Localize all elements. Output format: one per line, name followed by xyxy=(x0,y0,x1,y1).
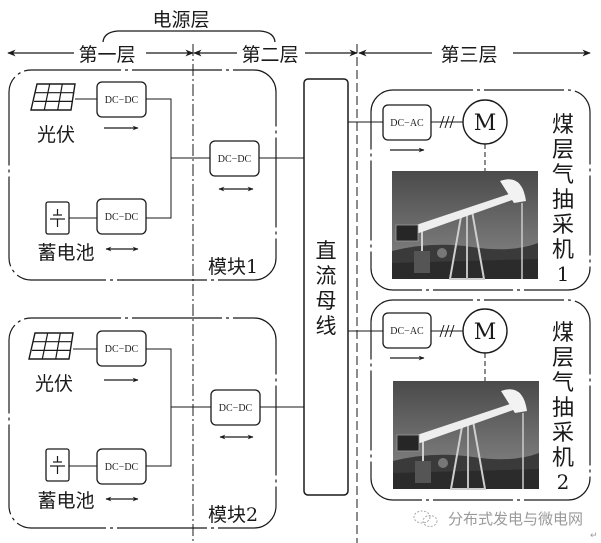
load-1-char: 气 xyxy=(552,163,574,188)
module-2-frame xyxy=(8,317,277,529)
battery-dcdc-box xyxy=(96,198,147,235)
load-2-char: 2 xyxy=(557,470,570,494)
pv-dcdc-label: DC−DC xyxy=(105,95,139,106)
watermark: 分布式发电与微电网 ↵ xyxy=(413,510,598,541)
module-2-junction-wire xyxy=(146,348,172,467)
power-layer-brace xyxy=(102,30,276,43)
load-2-char: 层 xyxy=(552,346,574,371)
load-2-char: 采 xyxy=(552,421,574,446)
module-1-frame xyxy=(8,69,277,281)
module-1-junction-wire xyxy=(146,98,172,219)
battery-icon xyxy=(45,201,70,235)
load-1: DC−AC M 煤 层 气 抽 采 机 1 xyxy=(348,89,591,291)
module-2-dcdc-label: DC−DC xyxy=(219,403,253,414)
battery-dcdc-label: DC−DC xyxy=(105,212,139,223)
load-1-char: 1 xyxy=(557,262,570,286)
battery-icon xyxy=(45,448,70,482)
dc-bus xyxy=(303,78,349,496)
load-1-char: 层 xyxy=(552,138,574,163)
battery-label: 蓄电池 xyxy=(37,490,94,512)
layer1-label: 第一层 xyxy=(78,44,135,66)
module-2: 光伏 DC−DC 蓄电池 DC−DC DC−DC 模块2 xyxy=(8,317,304,529)
pv-dcdc-label: DC−DC xyxy=(105,344,139,355)
dc-bus-char: 流 xyxy=(316,264,337,288)
load-2-dcac-label: DC−AC xyxy=(390,326,424,337)
layer2-label: 第二层 xyxy=(241,44,298,66)
dc-bus-char: 直 xyxy=(316,239,337,263)
battery-label: 蓄电池 xyxy=(37,242,94,264)
load-1-dcac-label: DC−AC xyxy=(390,118,424,129)
three-phase-icon xyxy=(439,324,455,338)
dc-bus-char: 母 xyxy=(316,289,337,313)
battery-dcdc-label: DC−DC xyxy=(105,462,139,473)
pump-jack-photo xyxy=(391,170,539,280)
load-2-char: 煤 xyxy=(552,321,574,346)
power-layer-label: 电源层 xyxy=(152,9,209,31)
solar-panel-icon xyxy=(28,332,74,360)
load-2-char: 气 xyxy=(552,371,574,396)
load-1-char: 采 xyxy=(552,213,574,238)
load-1-frame xyxy=(370,89,591,291)
wechat-icon xyxy=(413,510,438,527)
solar-panel-icon xyxy=(30,83,76,111)
module-1: 光伏 DC−DC 蓄电池 DC−DC DC−DC 模块1 xyxy=(8,69,304,281)
load-2-char: 机 xyxy=(552,446,574,471)
module-2-label: 模块2 xyxy=(208,504,258,526)
three-phase-icon xyxy=(439,115,455,129)
pv-label: 光伏 xyxy=(35,373,73,395)
return-mark-icon: ↵ xyxy=(590,531,598,541)
load-1-char: 抽 xyxy=(552,188,574,213)
watermark-text: 分布式发电与微电网 xyxy=(448,510,583,528)
pv-label: 光伏 xyxy=(37,124,75,146)
load-1-char: 机 xyxy=(552,238,574,263)
load-1-char: 煤 xyxy=(552,113,574,138)
module-1-dcdc-label: DC−DC xyxy=(218,154,252,165)
load-2: DC−AC M 煤 层 气 抽 采 机 2 xyxy=(348,299,591,501)
load-2-frame xyxy=(370,299,591,501)
module-1-label: 模块1 xyxy=(208,256,258,278)
motor-label: M xyxy=(474,320,497,345)
pump-jack-photo xyxy=(392,380,540,490)
dc-bus-char: 线 xyxy=(316,314,337,338)
layer3-label: 第三层 xyxy=(440,44,497,66)
motor-label: M xyxy=(474,111,497,136)
load-2-char: 抽 xyxy=(552,396,574,421)
